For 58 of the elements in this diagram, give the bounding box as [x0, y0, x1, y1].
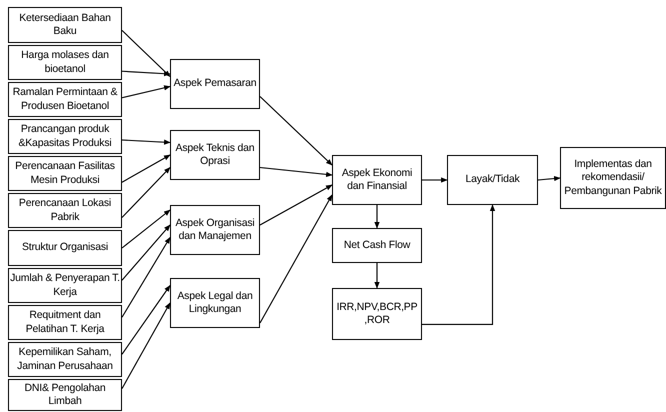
process-box — [8, 230, 122, 266]
arrow — [122, 210, 171, 248]
box-label: Prancangan produk &Kapasitas Produksi — [17, 123, 113, 150]
arrow — [260, 194, 332, 324]
process-box — [8, 193, 122, 228]
arrow — [122, 224, 170, 281]
box-label: Ketersediaan Bahan Baku — [18, 12, 112, 38]
arrow — [122, 30, 170, 77]
box-label: Jumlah & Penyerapan T. Kerja — [9, 272, 121, 299]
box-label: Net Cash Flow — [342, 238, 412, 252]
arrow — [122, 284, 170, 355]
box-label: Ramalan Permintaan & Produsen Bioetanol — [12, 86, 118, 113]
process-box — [332, 228, 422, 263]
box-label: Implementas dan rekomendasii/ Pembangunan Pabrik — [563, 158, 663, 198]
arrow — [422, 204, 496, 325]
process-box — [8, 45, 122, 80]
process-box — [447, 155, 538, 205]
arrow — [260, 166, 333, 177]
process-box — [8, 305, 122, 340]
box-label: Harga molases dan bioetanol — [20, 49, 110, 76]
arrow — [260, 96, 332, 166]
arrow — [122, 70, 171, 76]
process-box — [332, 288, 422, 340]
arrow — [422, 177, 448, 183]
box-label: Struktur Organisasi — [20, 241, 110, 255]
box-label: Perencanaan Lokasi Pabrik — [18, 197, 112, 224]
arrow — [122, 167, 170, 218]
box-label: Aspek Ekonomi dan Finansial — [340, 166, 414, 194]
process-box — [332, 155, 422, 205]
box-label: Kepemilikan Saham, Jaminan Perusahaan — [16, 346, 114, 373]
box-label: Aspek Organisasi dan Manajemen — [174, 216, 256, 244]
process-box — [8, 156, 122, 191]
arrow — [122, 154, 171, 183]
arrow — [374, 263, 380, 289]
box-label: Aspek Teknis dan Oprasi — [174, 142, 256, 168]
arrow — [122, 139, 171, 145]
process-box — [8, 342, 122, 377]
arrow — [260, 184, 333, 226]
arrow — [374, 205, 380, 229]
process-box — [8, 7, 122, 43]
arrow — [122, 85, 171, 98]
process-box — [8, 119, 122, 154]
process-box — [560, 147, 666, 209]
process-box — [170, 59, 260, 109]
box-label: DNI& Pengolahan Limbah — [23, 382, 107, 408]
box-label: IRR,NPV,BCR,PP ,ROR — [336, 300, 418, 328]
box-label: Perencanaan Fasilitas Mesin Produksi — [14, 160, 116, 187]
arrow — [122, 302, 170, 389]
box-label: Requitment dan Pelatihan T. Kerja — [24, 309, 106, 336]
arrow — [122, 236, 170, 318]
box-label: Layak/Tidak — [464, 173, 521, 187]
arrow — [538, 176, 561, 182]
process-box — [170, 205, 260, 255]
process-box — [8, 379, 122, 411]
process-box — [170, 278, 260, 328]
box-label: Aspek Pemasaran — [172, 77, 258, 91]
box-label: Aspek Legal dan Lingkungan — [176, 290, 254, 316]
process-box — [170, 130, 260, 180]
